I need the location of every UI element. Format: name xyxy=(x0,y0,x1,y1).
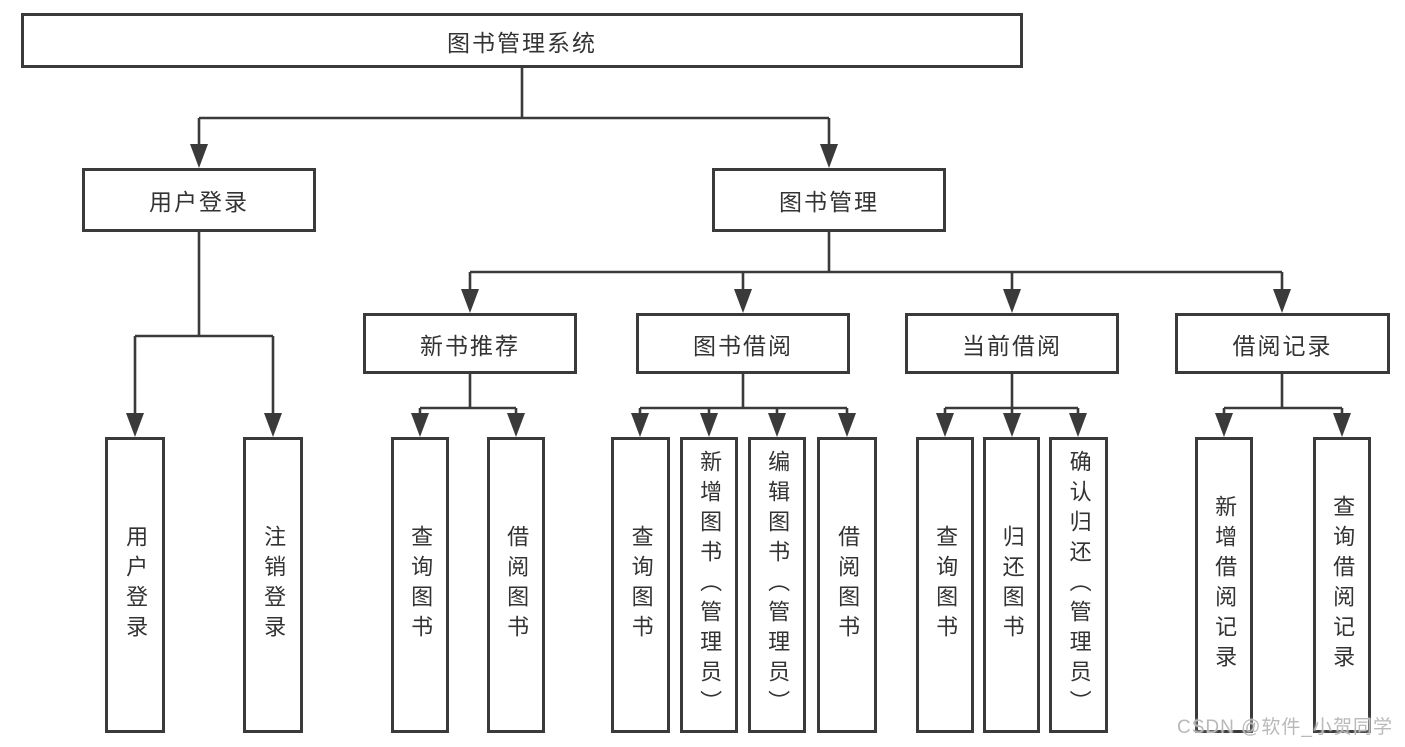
leaf-edit-books-admin: 编辑图书（管理员） xyxy=(748,437,806,733)
node-label: 用户登录 xyxy=(123,525,149,645)
leaf-query-books-borrow: 查询图书 xyxy=(611,437,670,733)
arrowheads xyxy=(126,144,1351,437)
node-label: 查询借阅记录 xyxy=(1330,495,1356,675)
node-label: 用户登录 xyxy=(149,189,249,215)
leaf-query-books-current: 查询图书 xyxy=(916,437,974,733)
node-label: 确认归还（管理员） xyxy=(1066,450,1092,720)
node-label: 注销登录 xyxy=(261,525,287,645)
node-label: 编辑图书（管理员） xyxy=(765,450,791,720)
node-root-library-system: 图书管理系统 xyxy=(21,13,1023,68)
leaf-borrow-books: 借阅图书 xyxy=(817,437,877,733)
leaf-user-login: 用户登录 xyxy=(105,437,165,733)
node-label: 借阅记录 xyxy=(1232,332,1333,359)
node-label: 当前借阅 xyxy=(962,332,1062,359)
leaf-query-books-recommend: 查询图书 xyxy=(391,437,449,733)
node-label: 查询图书 xyxy=(408,525,434,645)
node-label: 借阅图书 xyxy=(835,525,861,645)
node-label: 归还图书 xyxy=(999,525,1025,645)
node-user-login: 用户登录 xyxy=(82,168,316,232)
node-label: 查询图书 xyxy=(933,525,959,645)
node-label: 新书推荐 xyxy=(420,332,520,359)
node-label: 查询图书 xyxy=(628,525,654,645)
node-book-management: 图书管理 xyxy=(712,168,946,232)
node-label: 新增图书（管理员） xyxy=(697,450,723,720)
node-book-borrow: 图书借阅 xyxy=(636,313,850,374)
leaf-return-books: 归还图书 xyxy=(983,437,1040,733)
node-new-book-recommend: 新书推荐 xyxy=(363,313,577,374)
node-label: 图书管理系统 xyxy=(447,29,597,56)
leaf-confirm-return-admin: 确认归还（管理员） xyxy=(1049,437,1108,733)
node-label: 新增借阅记录 xyxy=(1212,495,1238,675)
node-borrow-record: 借阅记录 xyxy=(1175,313,1390,374)
leaf-logout: 注销登录 xyxy=(243,437,303,733)
node-label: 图书借阅 xyxy=(693,332,793,359)
node-label: 图书管理 xyxy=(779,189,879,215)
leaf-borrow-books-recommend: 借阅图书 xyxy=(487,437,545,733)
node-label: 借阅图书 xyxy=(504,525,530,645)
leaf-add-books-admin: 新增图书（管理员） xyxy=(680,437,738,733)
leaf-query-borrow-record: 查询借阅记录 xyxy=(1313,437,1371,733)
leaf-add-borrow-record: 新增借阅记录 xyxy=(1195,437,1253,733)
node-current-borrow: 当前借阅 xyxy=(905,313,1119,374)
